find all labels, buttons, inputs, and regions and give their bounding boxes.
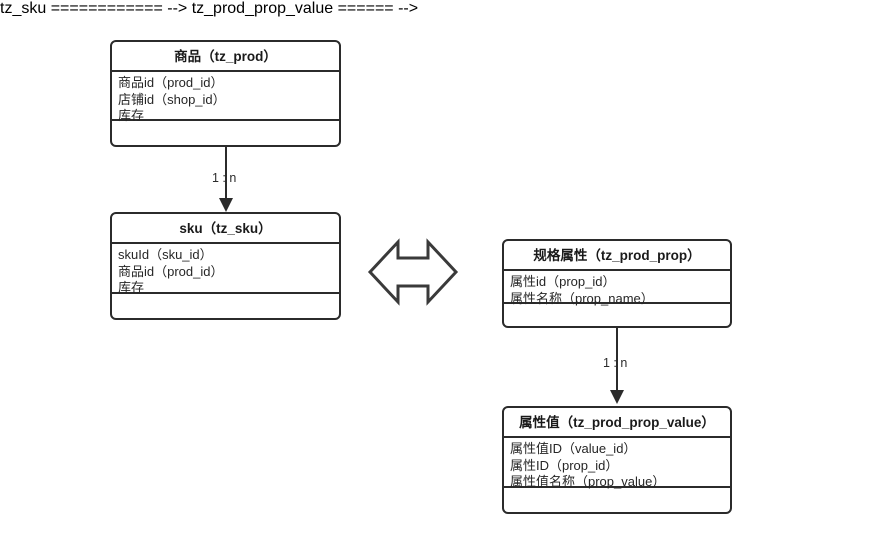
entity-tz-sku[interactable]: sku（tz_sku） skuId（sku_id） 商品id（prod_id） … (110, 212, 341, 320)
double-headed-arrow-icon (366, 236, 460, 308)
entity-attributes-tz-prod-prop: 属性id（prop_id） 属性名称（prop_name） (504, 271, 730, 306)
entity-attributes-tz-sku: skuId（sku_id） 商品id（prod_id） 库存 (112, 244, 339, 295)
relation-label: 1 : n (603, 356, 628, 370)
entity-footer-tz-prod (112, 121, 339, 145)
entity-tz-prod-prop-value[interactable]: 属性值（tz_prod_prop_value） 属性值ID（value_id） … (502, 406, 732, 514)
attribute-row: 属性值ID（value_id） (510, 441, 637, 456)
entity-footer-tz-prod-prop-value (504, 488, 730, 510)
relation-line (225, 147, 227, 200)
entity-tz-prod[interactable]: 商品（tz_prod） 商品id（prod_id） 店铺id（shop_id） … (110, 40, 341, 147)
relation-line (616, 328, 618, 392)
attribute-row: 店铺id（shop_id） (118, 91, 226, 107)
entity-attributes-tz-prod-prop-value: 属性值ID（value_id） 属性ID（prop_id） 属性值名称（prop… (504, 438, 730, 489)
attribute-row: 属性id（prop_id） (510, 274, 616, 289)
attribute-row: 属性值名称（prop_value） (510, 474, 666, 489)
entity-header-tz-prod: 商品（tz_prod） (112, 42, 339, 72)
entity-header-tz-prod-prop: 规格属性（tz_prod_prop） (504, 241, 730, 271)
attribute-row: 库存 (118, 108, 145, 123)
relation-arrowhead (610, 390, 624, 404)
entity-header-tz-prod-prop-value: 属性值（tz_prod_prop_value） (504, 408, 730, 438)
entity-footer-tz-prod-prop (504, 304, 730, 326)
attribute-row: 属性名称（prop_name） (510, 290, 654, 306)
relation-prod-to-sku: 1 : n (190, 147, 290, 212)
entity-attributes-tz-prod: 商品id（prod_id） 店铺id（shop_id） 库存 (112, 72, 339, 123)
relation-label: 1 : n (212, 171, 237, 185)
entity-footer-tz-sku (112, 294, 339, 318)
attribute-row: 商品id（prod_id） (118, 75, 224, 90)
relation-arrowhead (219, 198, 233, 212)
entity-tz-prod-prop[interactable]: 规格属性（tz_prod_prop） 属性id（prop_id） 属性名称（pr… (502, 239, 732, 328)
entity-header-tz-sku: sku（tz_sku） (112, 214, 339, 244)
attribute-row: 库存 (118, 280, 145, 295)
attribute-row: 属性ID（prop_id） (510, 457, 619, 473)
attribute-row: skuId（sku_id） (118, 247, 213, 262)
attribute-row: 商品id（prod_id） (118, 263, 224, 279)
relation-prop-to-propvalue: 1 : n (580, 328, 680, 408)
